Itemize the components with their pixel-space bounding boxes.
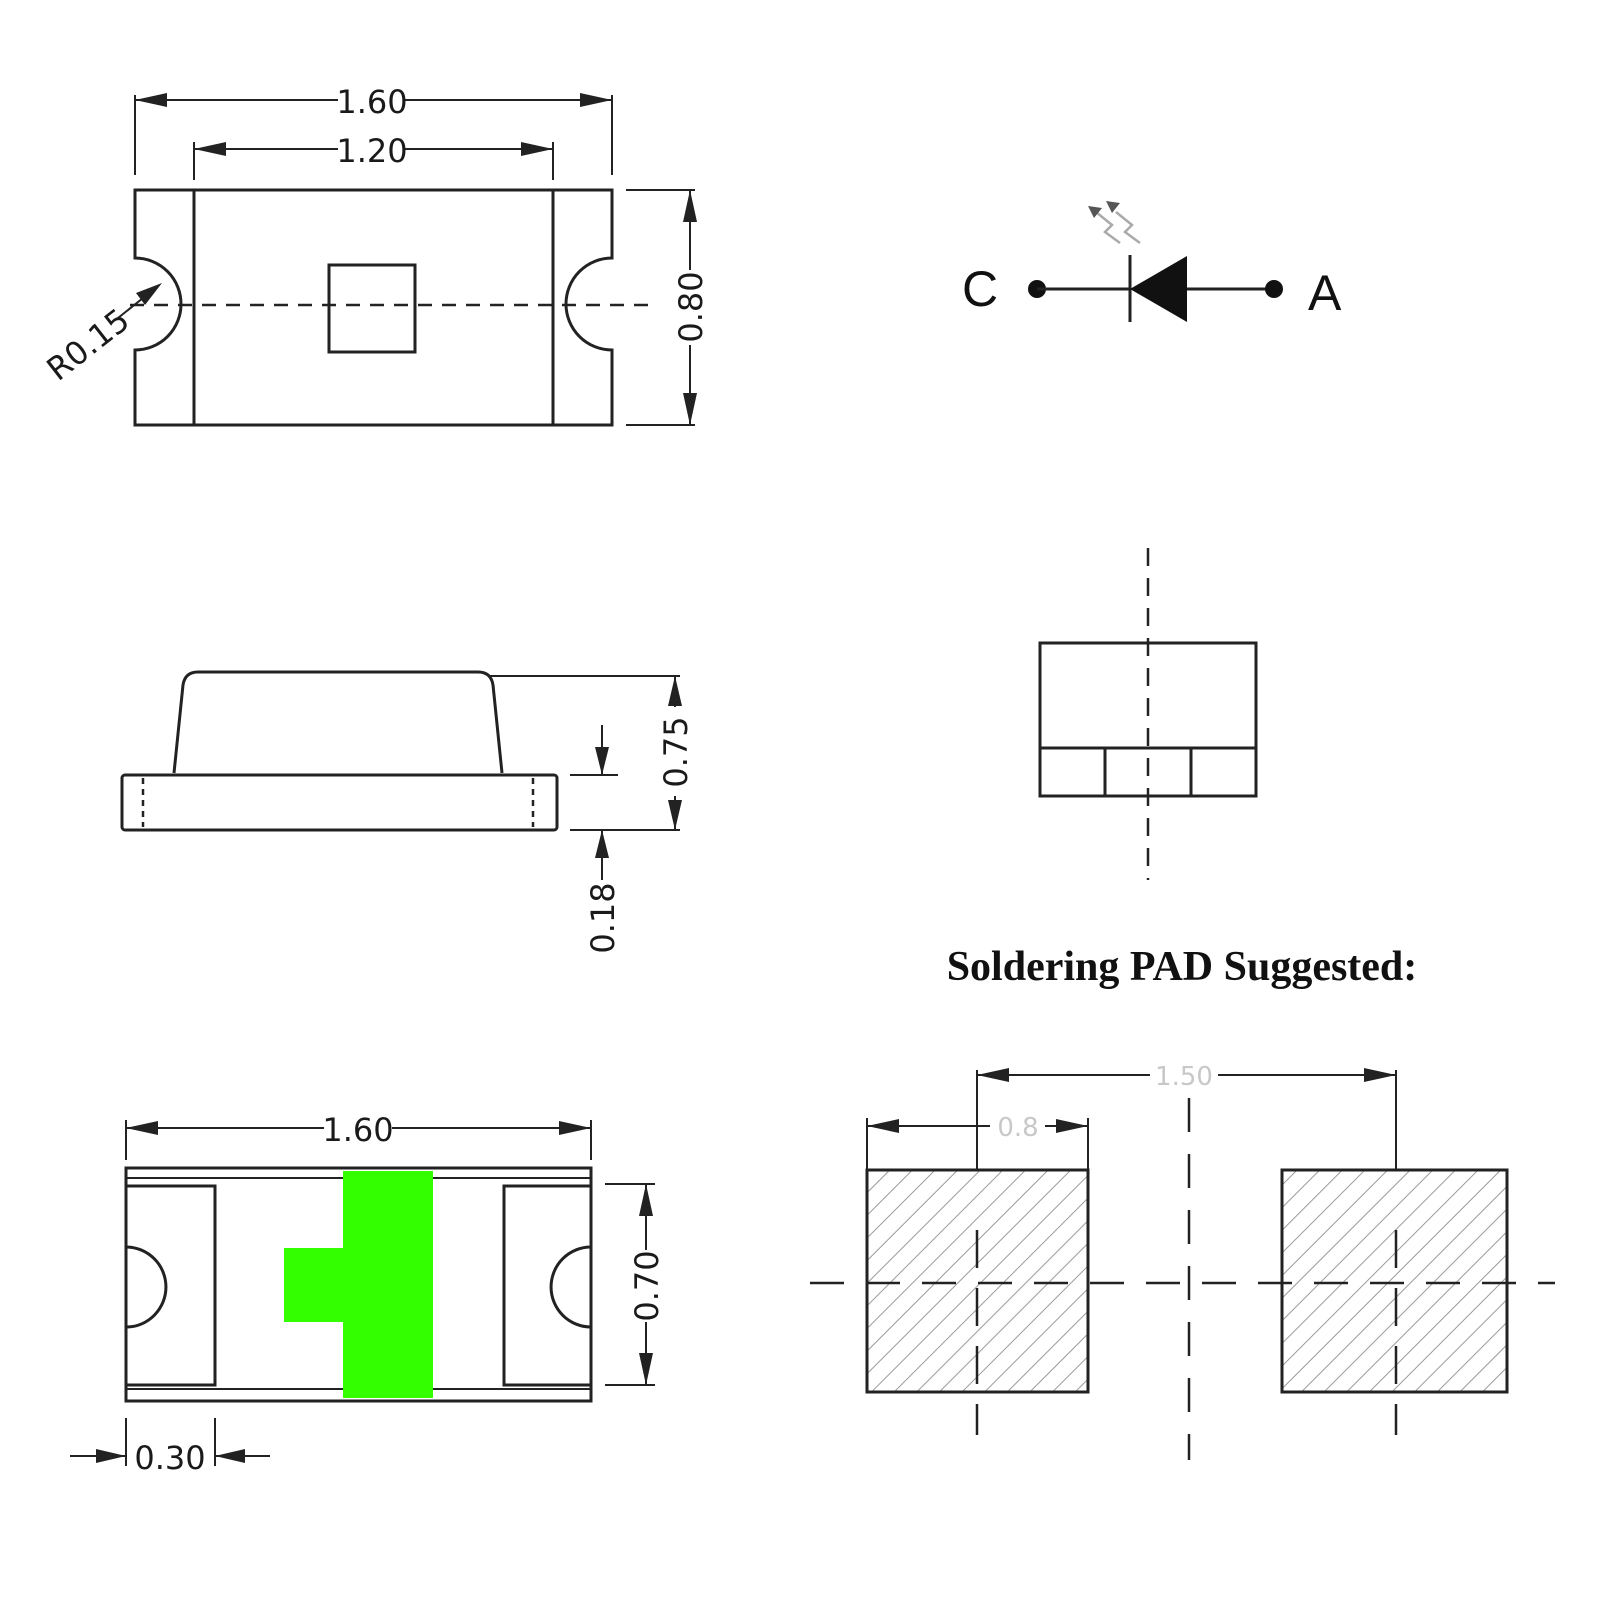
end-view xyxy=(1038,548,1258,880)
bottom-view-left-terminal xyxy=(124,1184,217,1387)
anode-label: A xyxy=(1308,265,1342,321)
dim-total-height-label: 0.75 xyxy=(657,716,695,787)
light-emission-arrows-icon xyxy=(1088,201,1141,245)
top-view: 1.60 1.20 0.80 R0.15 xyxy=(40,83,710,427)
dim-bottom-width: 0.70 xyxy=(605,1183,666,1386)
diode-triangle xyxy=(1130,256,1187,322)
led-schematic-symbol: C A xyxy=(962,201,1342,322)
dim-bottom-length-label: 1.60 xyxy=(322,1111,393,1149)
dim-pad-pitch-label: 1.50 xyxy=(1155,1062,1213,1092)
dim-terminal-width-label: 0.30 xyxy=(134,1439,205,1477)
top-view-body-outline xyxy=(133,188,614,427)
dim-lens-width-label: 1.20 xyxy=(336,132,407,170)
side-view-dome xyxy=(172,670,504,774)
anode-terminal xyxy=(1265,280,1283,298)
polarity-mark xyxy=(284,1171,433,1398)
dim-radius-label: R0.15 xyxy=(40,301,137,388)
dim-top-length: 1.60 xyxy=(134,83,613,175)
dim-top-height-label: 0.80 xyxy=(672,271,710,342)
soldering-pad-section: Soldering PAD Suggested: 1.50 0.8 xyxy=(810,944,1555,1460)
dim-bottom-length: 1.60 xyxy=(125,1111,592,1160)
dim-top-height: 0.80 xyxy=(626,189,710,426)
cathode-label: C xyxy=(962,261,998,317)
side-view-base xyxy=(120,773,559,832)
bottom-view-right-terminal xyxy=(502,1184,593,1387)
pad-right xyxy=(1280,1168,1509,1394)
bottom-view-body xyxy=(124,1166,593,1403)
dim-terminal-width: 0.30 xyxy=(70,1418,270,1477)
dim-pad-width: 0.8 xyxy=(866,1113,1089,1170)
side-view: 0.75 0.18 xyxy=(120,670,695,954)
dim-total-height: 0.75 xyxy=(490,675,695,831)
pad-title: Soldering PAD Suggested: xyxy=(947,944,1418,990)
dim-base-height-label: 0.18 xyxy=(584,882,622,953)
dim-base-height: 0.18 xyxy=(570,725,622,954)
dim-bottom-width-label: 0.70 xyxy=(628,1250,666,1321)
led-chip xyxy=(327,263,417,354)
dim-pad-pitch: 1.50 xyxy=(976,1062,1397,1170)
dim-pad-width-label: 0.8 xyxy=(997,1113,1038,1143)
dim-top-length-label: 1.60 xyxy=(336,83,407,121)
bottom-view: 1.60 0.70 0.30 xyxy=(70,1111,666,1477)
dim-lens-width: 1.20 xyxy=(193,132,554,180)
dim-radius: R0.15 xyxy=(40,283,162,388)
